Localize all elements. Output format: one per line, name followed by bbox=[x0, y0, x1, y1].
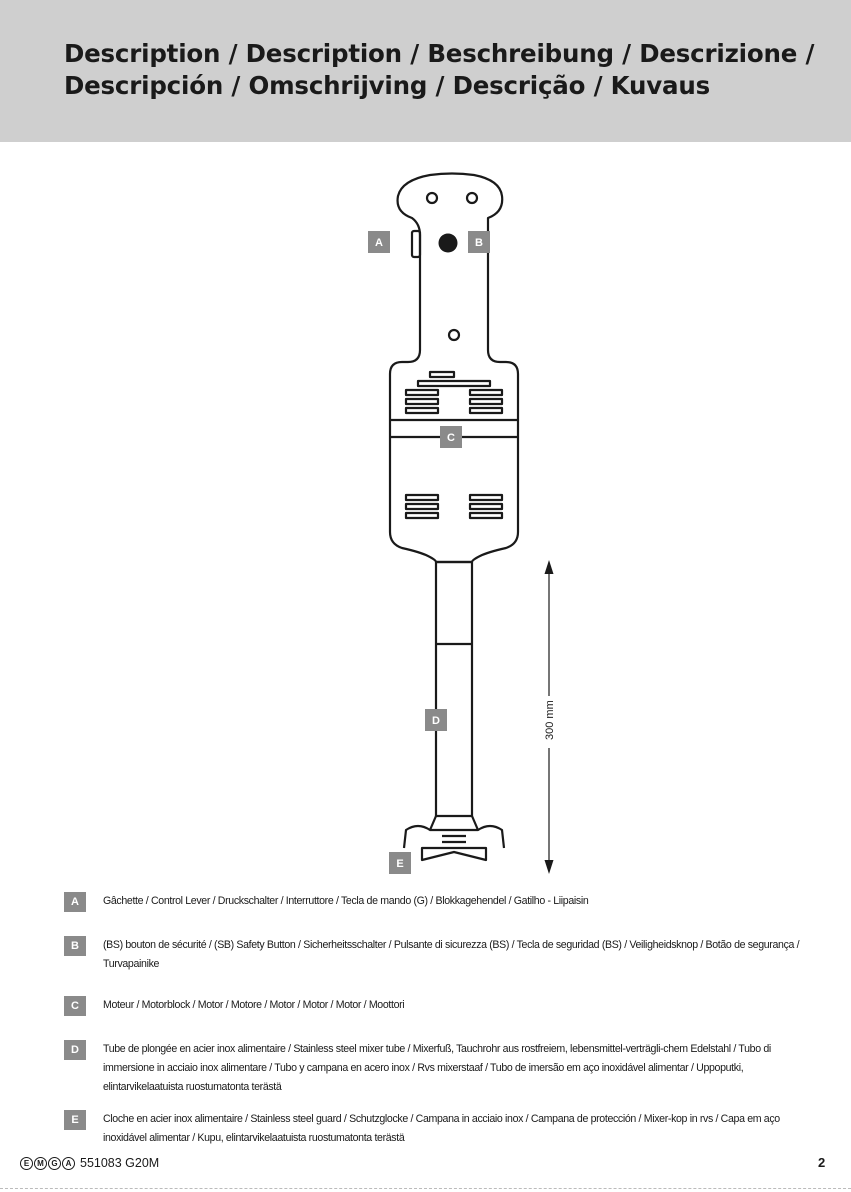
handle-hole-left bbox=[425, 191, 439, 205]
legend-text: (BS) bouton de sécurité / (SB) Safety Bu… bbox=[103, 939, 800, 970]
cert-mark: A bbox=[62, 1156, 75, 1170]
dimension-300mm bbox=[544, 560, 554, 874]
legend-text: Tube de plongée en acier inox alimentair… bbox=[103, 1043, 771, 1093]
cert-mark: M bbox=[34, 1156, 47, 1170]
dimension-label: 300 mm bbox=[544, 700, 556, 740]
callout-e: E bbox=[389, 852, 411, 874]
mixer-tube bbox=[434, 560, 474, 818]
immersion-blender-diagram: 300 mm A B C D E bbox=[368, 172, 556, 874]
header-band: Description / Description / Beschreibung… bbox=[0, 0, 851, 142]
legend-text: Cloche en acier inox alimentaire / Stain… bbox=[103, 1113, 780, 1144]
svg-text:B: B bbox=[475, 237, 483, 249]
page-title: Description / Description / Beschreibung… bbox=[64, 39, 815, 100]
legend-text: Gâchette / Control Lever / Druckschalter… bbox=[103, 895, 589, 907]
cert-mark: E bbox=[20, 1156, 33, 1170]
callout-a: A bbox=[368, 231, 390, 253]
svg-text:C: C bbox=[447, 432, 455, 444]
legend-text: Moteur / Motorblock / Motor / Motore / M… bbox=[103, 999, 405, 1011]
legend-letter: D bbox=[64, 1040, 86, 1060]
callout-c: C bbox=[440, 426, 462, 448]
svg-text:D: D bbox=[432, 715, 440, 727]
control-lever bbox=[410, 229, 422, 259]
handle-hole-right bbox=[465, 191, 479, 205]
svg-text:E: E bbox=[396, 858, 403, 870]
legend-letter: B bbox=[64, 936, 86, 956]
crop-line bbox=[0, 1188, 851, 1189]
footer-model: E M G A 551083 G20M bbox=[20, 1156, 159, 1170]
handle-outline bbox=[388, 172, 520, 564]
stainless-guard bbox=[402, 815, 506, 849]
cert-mark: G bbox=[48, 1156, 61, 1170]
svg-text:A: A bbox=[375, 237, 383, 249]
page-number: 2 bbox=[818, 1155, 826, 1170]
callout-b: B bbox=[468, 231, 490, 253]
callout-d: D bbox=[425, 709, 447, 731]
model-number: 551083 G20M bbox=[80, 1156, 160, 1170]
legend-letter: C bbox=[64, 996, 86, 1016]
handle-hole-lower bbox=[447, 328, 461, 342]
legend-letter: A bbox=[64, 892, 86, 912]
safety-button bbox=[438, 233, 458, 253]
legend-letter: E bbox=[64, 1110, 86, 1130]
